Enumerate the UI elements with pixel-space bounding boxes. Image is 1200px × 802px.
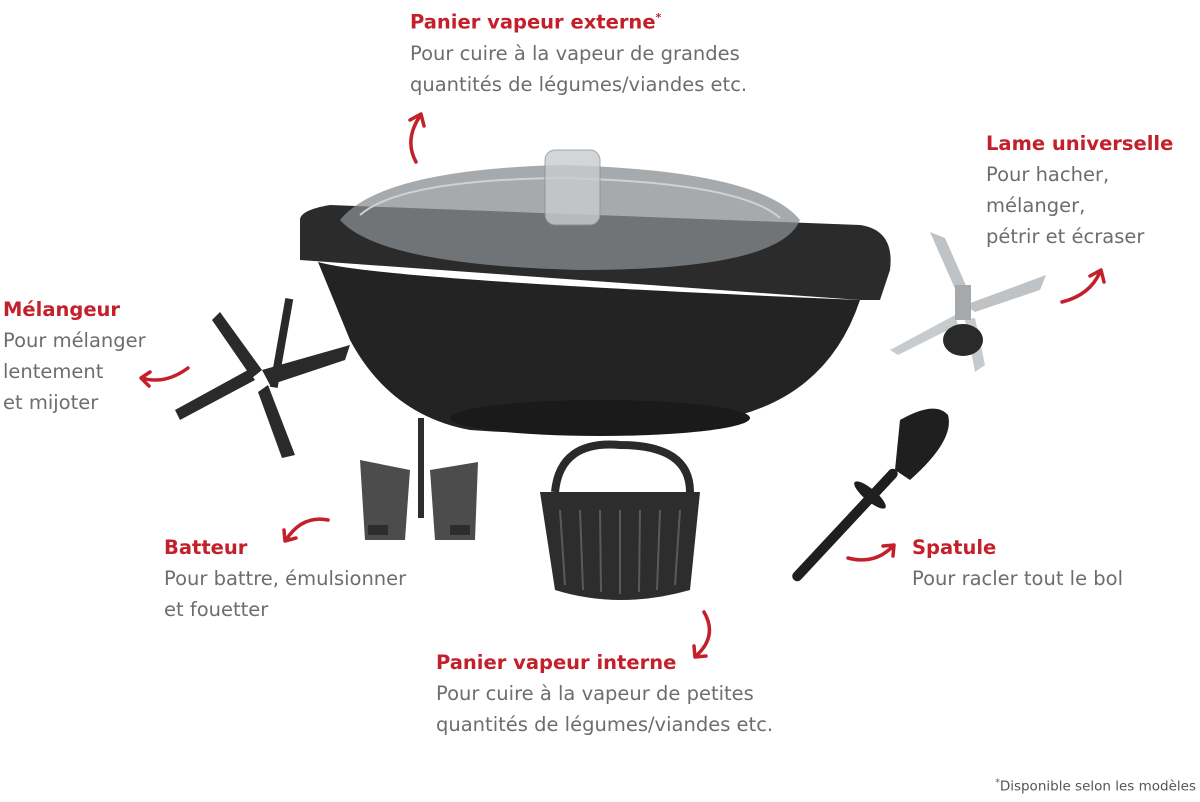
label-batteur: Batteur Pour battre, émulsionner et foue… bbox=[164, 532, 406, 625]
label-lame-universelle: Lame universelle Pour hacher, mélanger, … bbox=[986, 128, 1173, 252]
arrow-icon bbox=[408, 112, 426, 164]
label-panier-vapeur-externe: Panier vapeur externe* Pour cuire à la v… bbox=[410, 2, 747, 100]
label-description: Pour hacher, mélanger, pétrir et écraser bbox=[986, 163, 1145, 248]
footnote-text: Disponible selon les modèles bbox=[999, 778, 1196, 794]
label-title: Panier vapeur interne bbox=[436, 651, 677, 674]
label-title: Panier vapeur externe* bbox=[410, 2, 747, 38]
label-description: Pour cuire à la vapeur de grandes quanti… bbox=[410, 41, 748, 96]
label-description: Pour cuire à la vapeur de petites quanti… bbox=[436, 682, 774, 736]
cooking-bowl-with-lid bbox=[300, 149, 891, 436]
mixer-paddle bbox=[175, 297, 350, 458]
label-title: Spatule bbox=[912, 536, 997, 559]
label-title: Mélangeur bbox=[3, 298, 121, 321]
universal-blade bbox=[890, 232, 1046, 372]
label-description: Pour racler tout le bol bbox=[912, 567, 1124, 590]
asterisk-marker: * bbox=[995, 777, 1000, 788]
label-description: Pour mélanger lentement et mijoter bbox=[3, 329, 146, 414]
spatula bbox=[792, 408, 949, 582]
arrow-icon bbox=[1060, 268, 1106, 304]
whisk-beater bbox=[360, 418, 478, 540]
arrow-icon bbox=[692, 610, 712, 659]
asterisk-marker: * bbox=[655, 11, 662, 24]
footnote: *Disponible selon les modèles bbox=[995, 778, 1196, 795]
arrow-icon bbox=[282, 517, 330, 543]
title-text: Panier vapeur externe bbox=[410, 10, 656, 34]
label-description: Pour battre, émulsionner et fouetter bbox=[164, 567, 407, 621]
label-panier-vapeur-interne: Panier vapeur interne Pour cuire à la va… bbox=[436, 647, 773, 740]
label-spatule: Spatule Pour racler tout le bol bbox=[912, 532, 1123, 594]
internal-steam-basket bbox=[540, 440, 700, 600]
label-title: Lame universelle bbox=[986, 132, 1174, 155]
arrow-icon bbox=[846, 543, 896, 562]
label-title: Batteur bbox=[164, 536, 248, 559]
label-melangeur: Mélangeur Pour mélanger lentement et mij… bbox=[3, 294, 146, 418]
arrow-icon bbox=[139, 366, 190, 388]
